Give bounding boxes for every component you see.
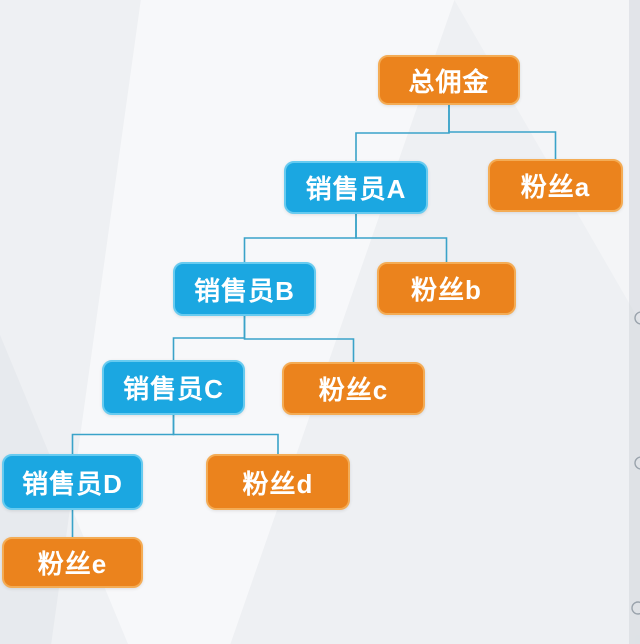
connector-root-commission-to-fan-a xyxy=(448,105,557,159)
node-fan-c: 粉丝c xyxy=(282,362,425,415)
connector-salesperson-a-to-fan-b xyxy=(355,214,448,262)
node-fan-b: 粉丝b xyxy=(377,262,516,315)
connector-salesperson-c-to-salesperson-d xyxy=(71,415,175,454)
connector-root-commission-to-salesperson-a xyxy=(355,105,450,161)
node-fan-d: 粉丝d xyxy=(206,454,350,510)
connector-salesperson-b-to-salesperson-c xyxy=(172,316,246,360)
connector-salesperson-a-to-salesperson-b xyxy=(243,214,357,262)
node-salesperson-d: 销售员D xyxy=(2,454,143,510)
node-fan-a: 粉丝a xyxy=(488,159,623,212)
node-salesperson-b: 销售员B xyxy=(173,262,316,316)
node-salesperson-a: 销售员A xyxy=(284,161,428,214)
edge-circle-decoration xyxy=(634,456,640,470)
edge-circle-decoration xyxy=(634,311,640,325)
connector-salesperson-b-to-fan-c xyxy=(243,316,355,362)
node-fan-e: 粉丝e xyxy=(2,537,143,588)
node-root-commission: 总佣金 xyxy=(378,55,520,105)
connector-salesperson-c-to-fan-d xyxy=(172,415,279,454)
node-salesperson-c: 销售员C xyxy=(102,360,245,415)
edge-circle-decoration xyxy=(631,601,640,615)
